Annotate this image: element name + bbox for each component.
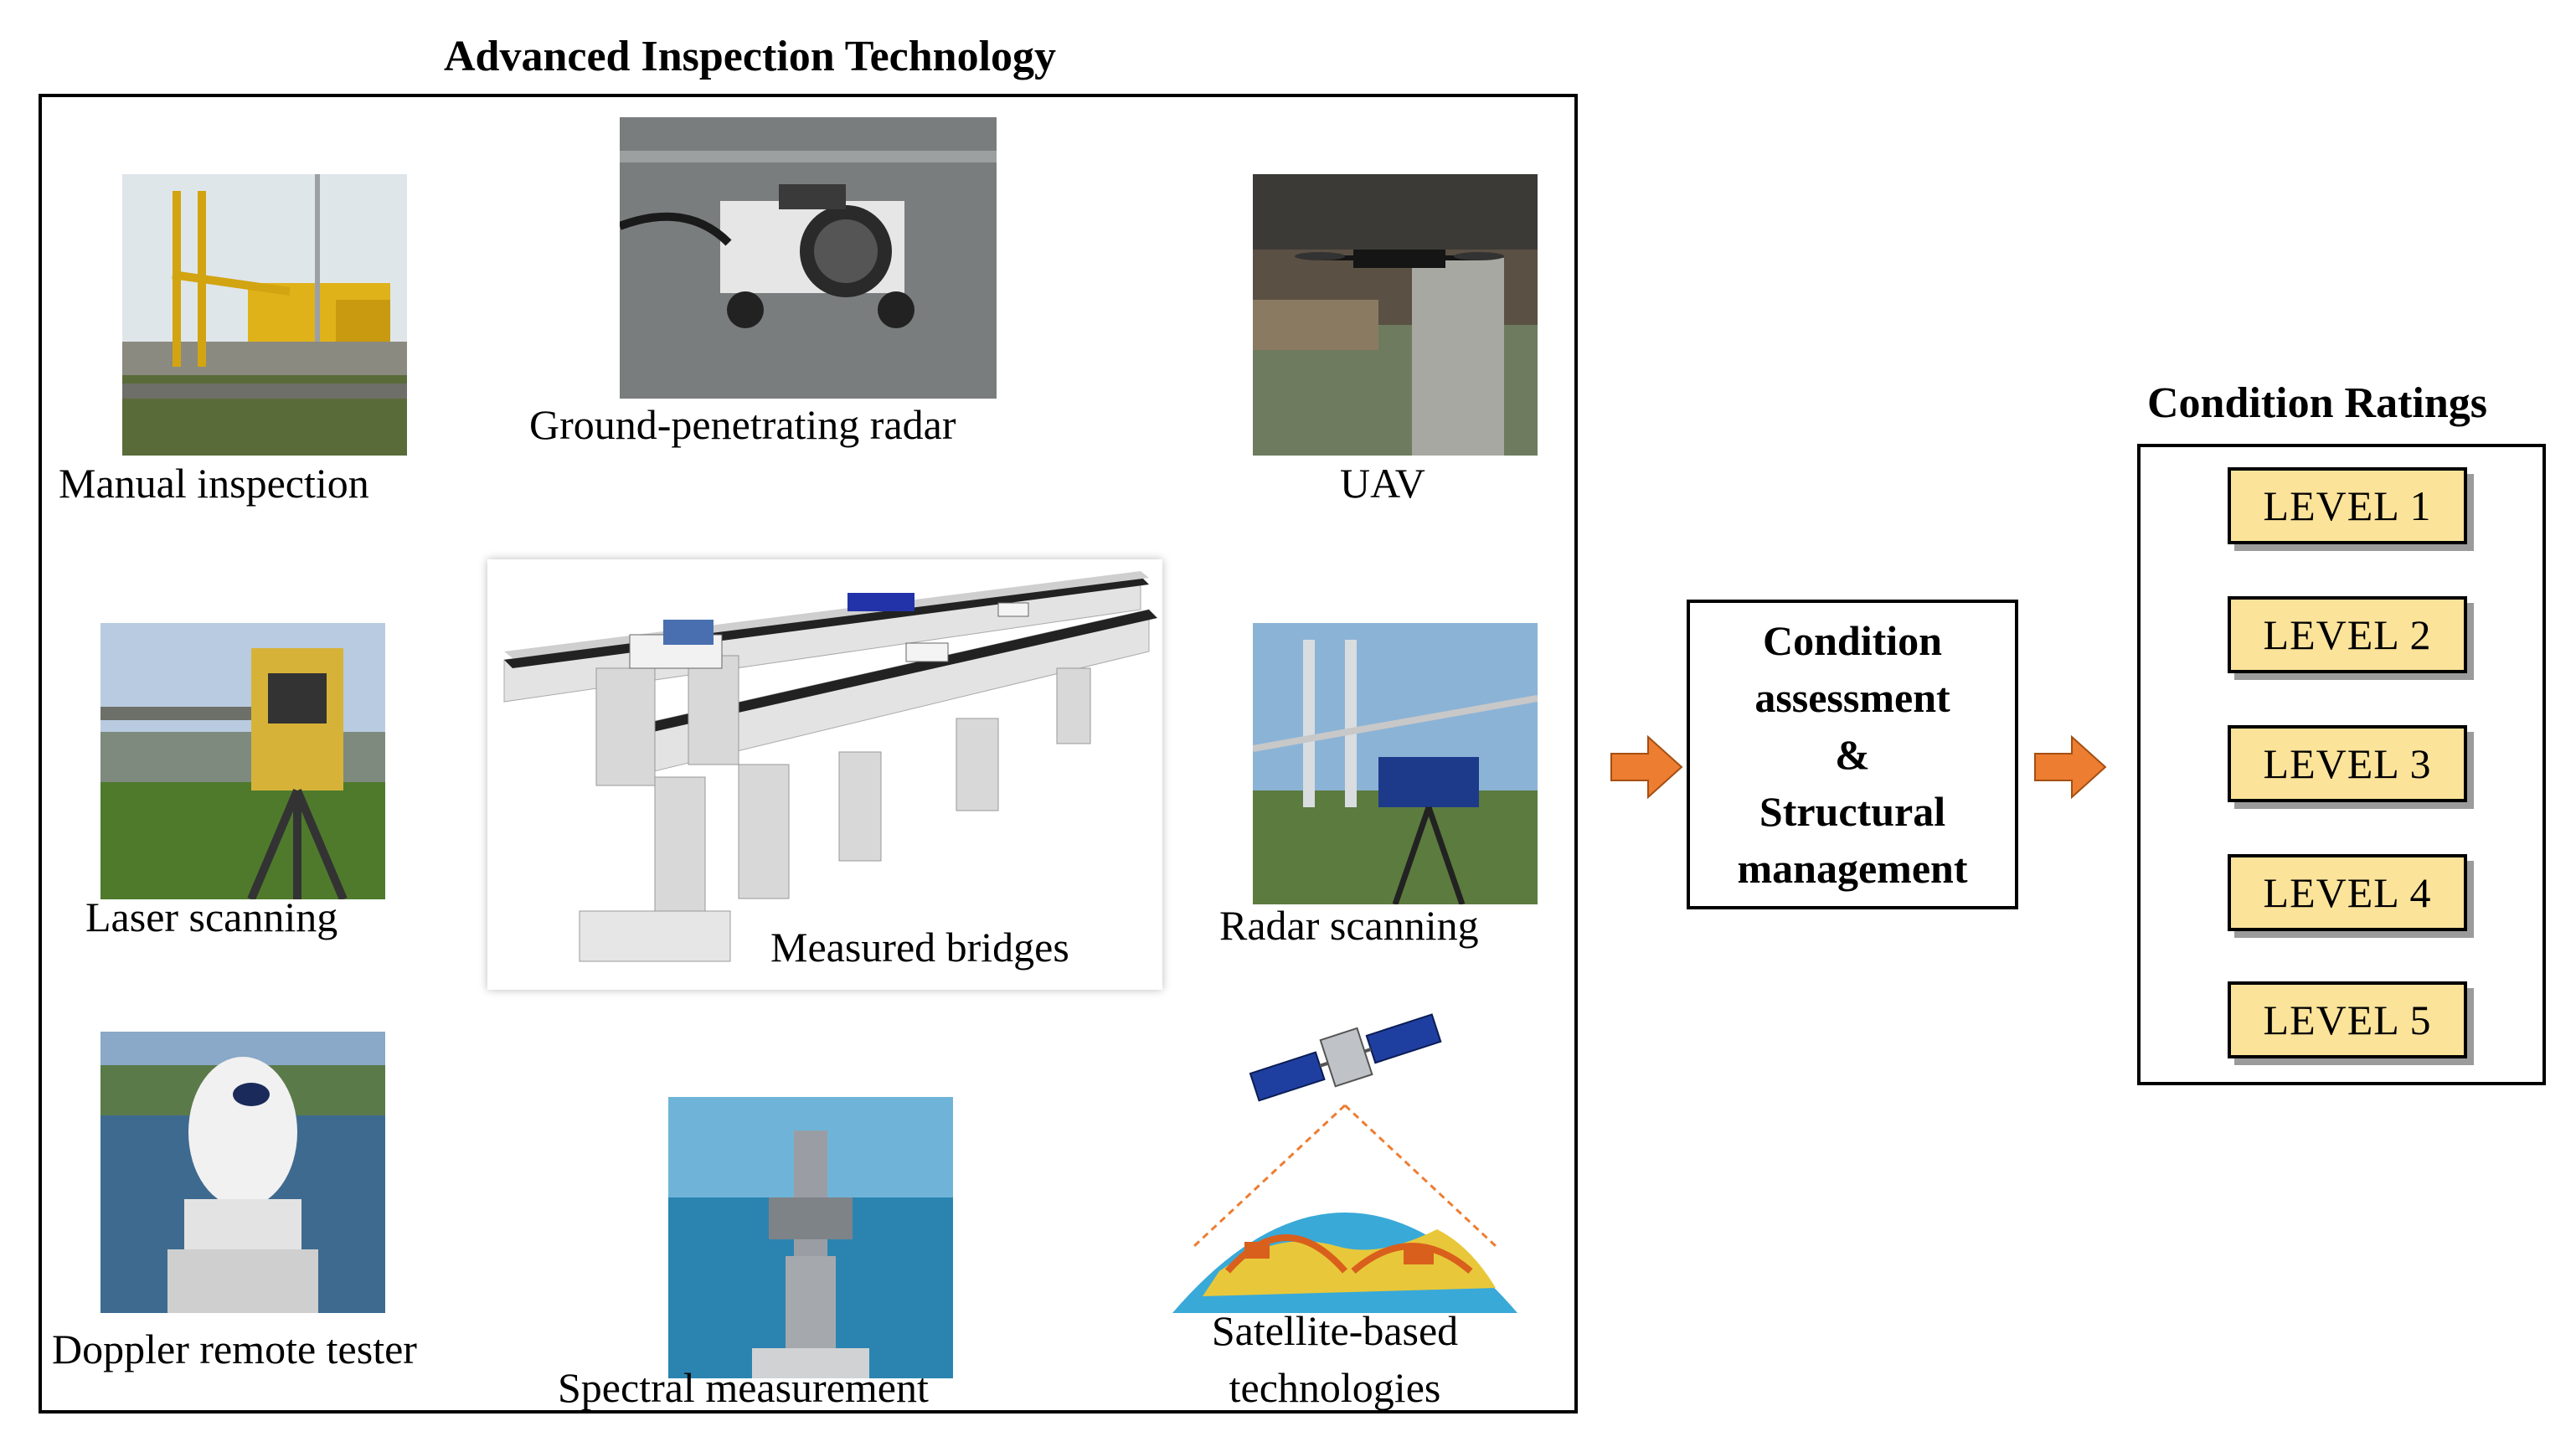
inspection-title: Advanced Inspection Technology	[444, 33, 1057, 80]
measured-bridges-image	[487, 559, 1162, 990]
condition-ratings-box	[2137, 444, 2546, 1085]
satellite-label-line1: Satellite-based	[1211, 1307, 1459, 1354]
doppler-tester-label: Doppler remote tester	[52, 1326, 417, 1372]
condition-ratings-title: Condition Ratings	[2147, 379, 2487, 427]
assessment-line-5: management	[1737, 845, 1968, 892]
inspection-technology-box	[39, 94, 1578, 1414]
uav-label: UAV	[1340, 460, 1425, 507]
assessment-line-3: &	[1835, 731, 1870, 778]
assessment-line-1: Condition	[1763, 617, 1942, 664]
laser-scanning-photo	[100, 623, 385, 899]
condition-assessment-box: Condition assessment & Structural manage…	[1687, 600, 2018, 909]
manual-inspection-label: Manual inspection	[59, 460, 369, 507]
level-1-badge: LEVEL 1	[2228, 467, 2467, 544]
gpr-label: Ground-penetrating radar	[529, 401, 956, 448]
spectral-measurement-label: Spectral measurement	[558, 1364, 929, 1411]
level-5-badge: LEVEL 5	[2228, 981, 2467, 1058]
satellite-icon	[1246, 1002, 1444, 1110]
level-4-badge: LEVEL 4	[2228, 854, 2467, 931]
level-2-badge: LEVEL 2	[2228, 596, 2467, 673]
measured-bridges-label: Measured bridges	[770, 924, 1069, 971]
doppler-tester-photo	[100, 1032, 385, 1313]
flow-arrow-to-ratings	[2034, 734, 2107, 800]
uav-photo	[1253, 174, 1538, 456]
radar-scanning-label: Radar scanning	[1219, 902, 1479, 949]
flow-arrow-to-assessment	[1610, 734, 1683, 800]
satellite-footprint	[1172, 1104, 1517, 1313]
gpr-photo	[620, 117, 997, 399]
radar-scanning-photo	[1253, 623, 1538, 904]
satellite-label-line2: technologies	[1229, 1364, 1441, 1411]
manual-inspection-photo	[122, 174, 407, 456]
spectral-measurement-photo	[668, 1097, 953, 1378]
assessment-line-2: assessment	[1754, 674, 1950, 721]
laser-scanning-label: Laser scanning	[85, 893, 338, 940]
assessment-line-4: Structural	[1759, 788, 1946, 835]
level-3-badge: LEVEL 3	[2228, 725, 2467, 802]
